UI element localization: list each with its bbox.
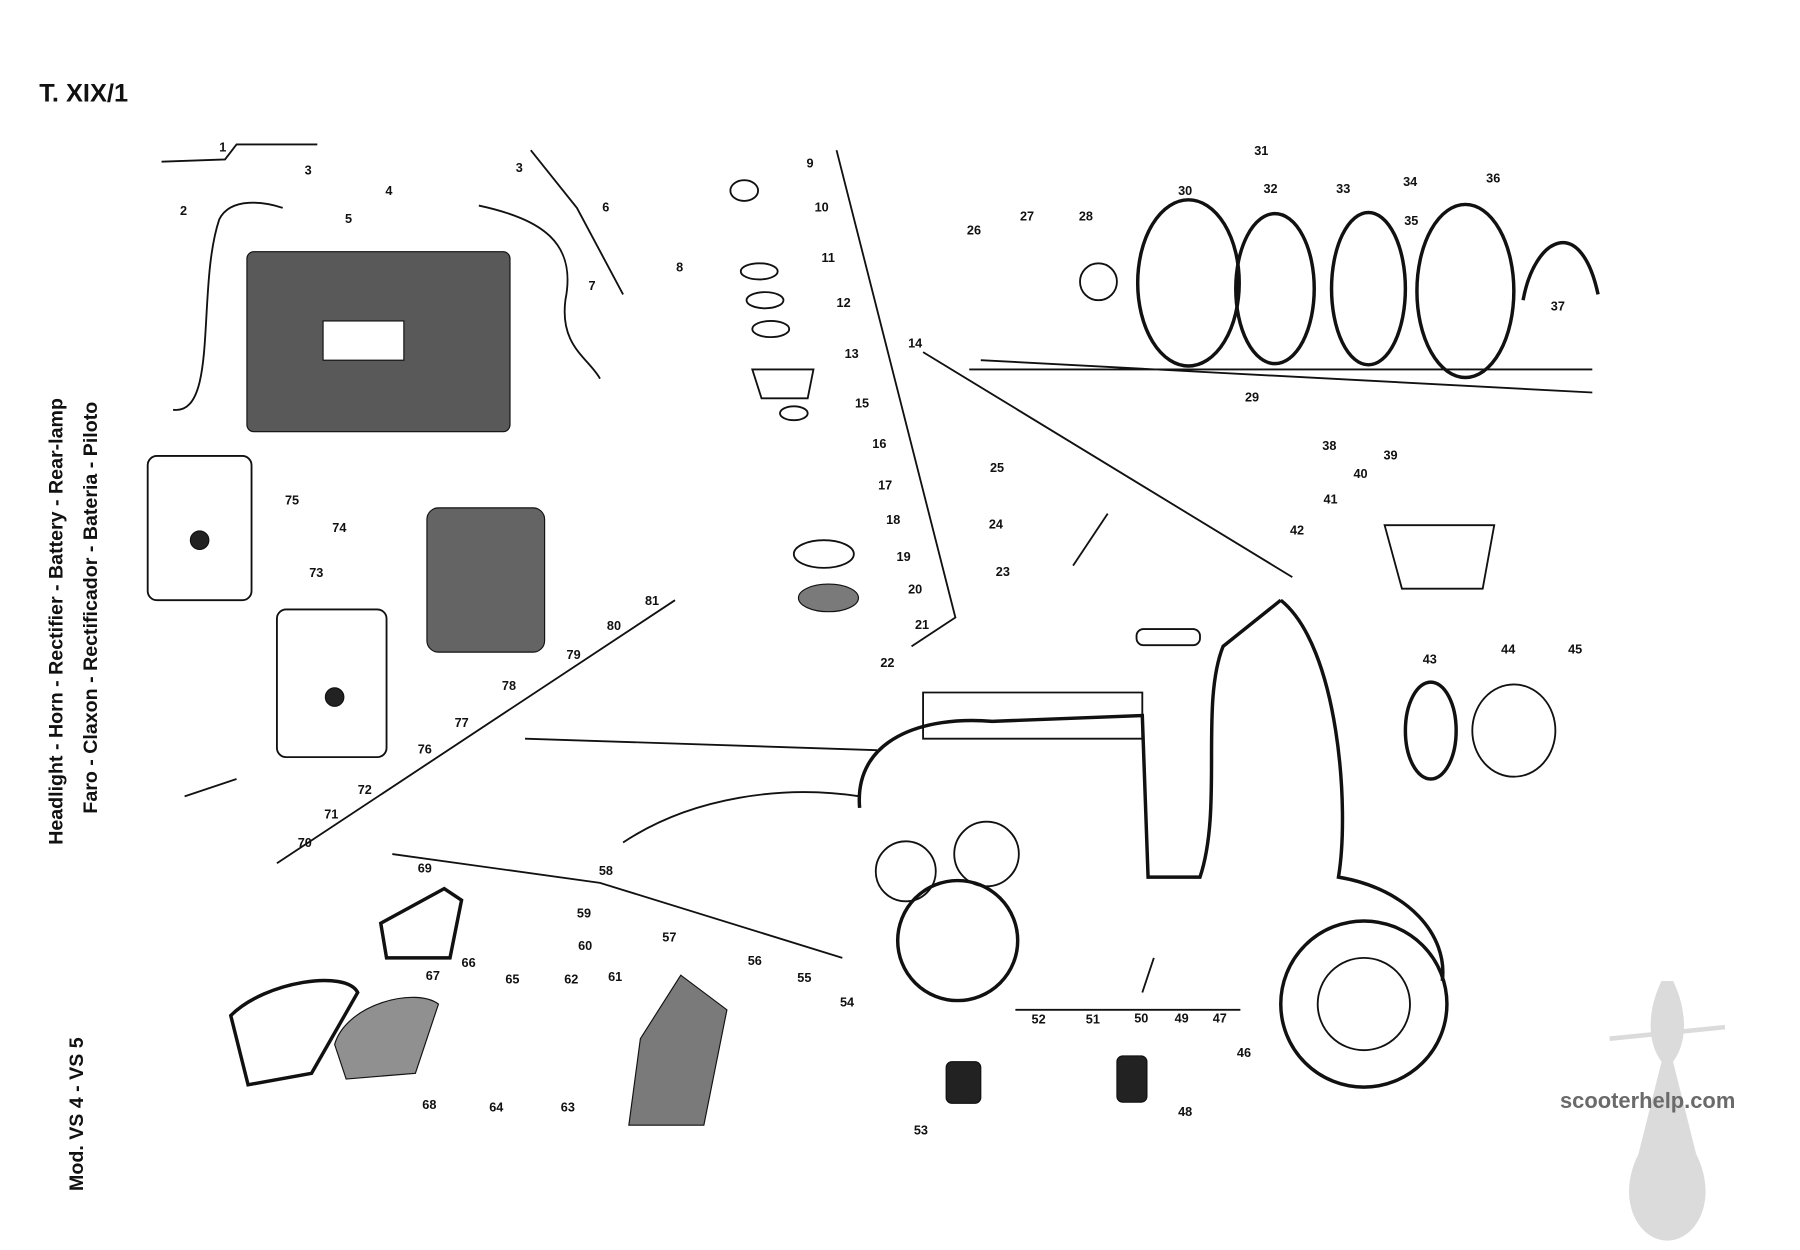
part-number-label: 81 [645, 594, 659, 608]
part-number-label: 11 [822, 251, 835, 265]
part-number-label: 31 [1254, 144, 1268, 158]
part-number-label: 57 [662, 931, 676, 945]
part-number-label: 55 [797, 971, 811, 985]
part-number-label: 41 [1323, 492, 1337, 506]
part-number-label: 32 [1263, 182, 1277, 196]
caption-english: Headlight - Horn - Rectifier - Battery -… [45, 398, 67, 845]
part-number-label: 27 [1020, 210, 1034, 224]
part-number-label: 35 [1404, 214, 1418, 228]
part-number-label: 34 [1403, 175, 1417, 189]
part-number-label: 14 [908, 336, 922, 350]
part-number-label: 50 [1134, 1012, 1148, 1026]
part-number-label: 45 [1568, 642, 1582, 656]
part-number-label: 30 [1178, 184, 1192, 198]
model-label: Mod. VS 4 - VS 5 [66, 1037, 88, 1191]
part-number-label: 2 [180, 204, 187, 218]
part-number-label: 40 [1353, 467, 1367, 481]
switch-assembly-drawing [729, 149, 957, 648]
part-number-label: 52 [1032, 1013, 1046, 1027]
part-number-label: 46 [1237, 1046, 1251, 1060]
part-number-label: 7 [588, 279, 595, 293]
part-number-label: 15 [855, 396, 869, 410]
part-number-label: 79 [567, 648, 581, 662]
part-number-label: 67 [426, 969, 440, 983]
part-number-label: 68 [422, 1098, 436, 1112]
part-number-label: 59 [577, 907, 591, 921]
rear-lamp-parts-drawing [228, 853, 1148, 1126]
part-number-label: 8 [676, 260, 683, 274]
part-number-label: 4 [385, 184, 392, 198]
part-number-label: 13 [845, 347, 859, 361]
part-number-label: 18 [886, 513, 900, 527]
part-number-label: 58 [599, 864, 613, 878]
part-number-label: 48 [1178, 1105, 1192, 1119]
part-number-label: 63 [561, 1100, 575, 1114]
part-number-label: 51 [1086, 1013, 1100, 1027]
part-number-label: 6 [602, 200, 609, 214]
part-number-label: 9 [807, 157, 814, 171]
part-number-label: 44 [1501, 642, 1515, 656]
part-number-label: 73 [309, 566, 323, 580]
part-number-label: 78 [502, 679, 516, 693]
part-number-label: 17 [878, 478, 892, 492]
part-number-label: 36 [1486, 172, 1500, 186]
part-number-label: 72 [358, 783, 372, 797]
part-number-label: 53 [914, 1123, 928, 1137]
part-number-label: 23 [996, 565, 1010, 579]
part-number-label: 22 [880, 656, 894, 670]
part-number-label: 42 [1290, 523, 1304, 537]
part-number-label: 29 [1245, 391, 1259, 405]
part-number-label: 66 [462, 956, 476, 970]
part-number-label: 19 [897, 550, 911, 564]
part-number-label: 70 [298, 836, 312, 850]
watermark-text: scooterhelp.com [1560, 1088, 1735, 1113]
part-number-label: 12 [837, 296, 851, 310]
part-number-label: 38 [1322, 439, 1336, 453]
plate-title: T. XIX/1 [39, 80, 128, 108]
part-number-label: 21 [915, 618, 929, 632]
part-number-label: 80 [607, 619, 621, 633]
part-number-label: 56 [748, 954, 762, 968]
part-number-label: 39 [1383, 448, 1397, 462]
part-number-label: 37 [1551, 300, 1565, 314]
part-number-label: 76 [418, 743, 432, 757]
part-number-label: 49 [1175, 1012, 1189, 1026]
tail-lamp-drawing [1383, 524, 1557, 781]
part-number-label: 69 [418, 862, 432, 876]
part-number-label: 5 [345, 212, 352, 226]
part-number-label: 10 [815, 200, 829, 214]
part-number-label: 3 [516, 161, 523, 175]
part-number-label: 20 [908, 582, 922, 596]
part-number-label: 60 [578, 939, 592, 953]
scooter-drawing [524, 351, 1449, 1089]
part-number-label: 28 [1079, 210, 1093, 224]
part-number-label: 75 [285, 493, 299, 507]
part-number-label: 64 [489, 1100, 503, 1114]
part-number-label: 1 [219, 140, 226, 154]
part-number-label: 71 [324, 807, 338, 821]
part-number-label: 61 [608, 970, 622, 984]
part-number-label: 54 [840, 995, 854, 1009]
part-number-label: 25 [990, 461, 1004, 475]
part-number-label: 16 [872, 437, 886, 451]
part-number-label: 43 [1423, 653, 1437, 667]
watermark-logo [1609, 980, 1726, 1241]
caption-spanish: Faro - Claxon - Rectificador - Bateria -… [80, 402, 102, 814]
part-number-label: 74 [332, 521, 346, 535]
battery-drawing [161, 143, 624, 433]
part-number-label: 24 [989, 518, 1003, 532]
part-number-label: 33 [1336, 182, 1350, 196]
headlight-drawing [969, 198, 1600, 394]
part-number-label: 62 [564, 972, 578, 986]
part-number-label: 77 [455, 716, 469, 730]
part-number-label: 26 [967, 223, 981, 237]
horn-rectifier-drawing [146, 455, 676, 865]
part-number-label: 3 [305, 163, 312, 177]
part-number-label: 65 [505, 972, 519, 986]
part-number-label: 47 [1213, 1012, 1227, 1026]
